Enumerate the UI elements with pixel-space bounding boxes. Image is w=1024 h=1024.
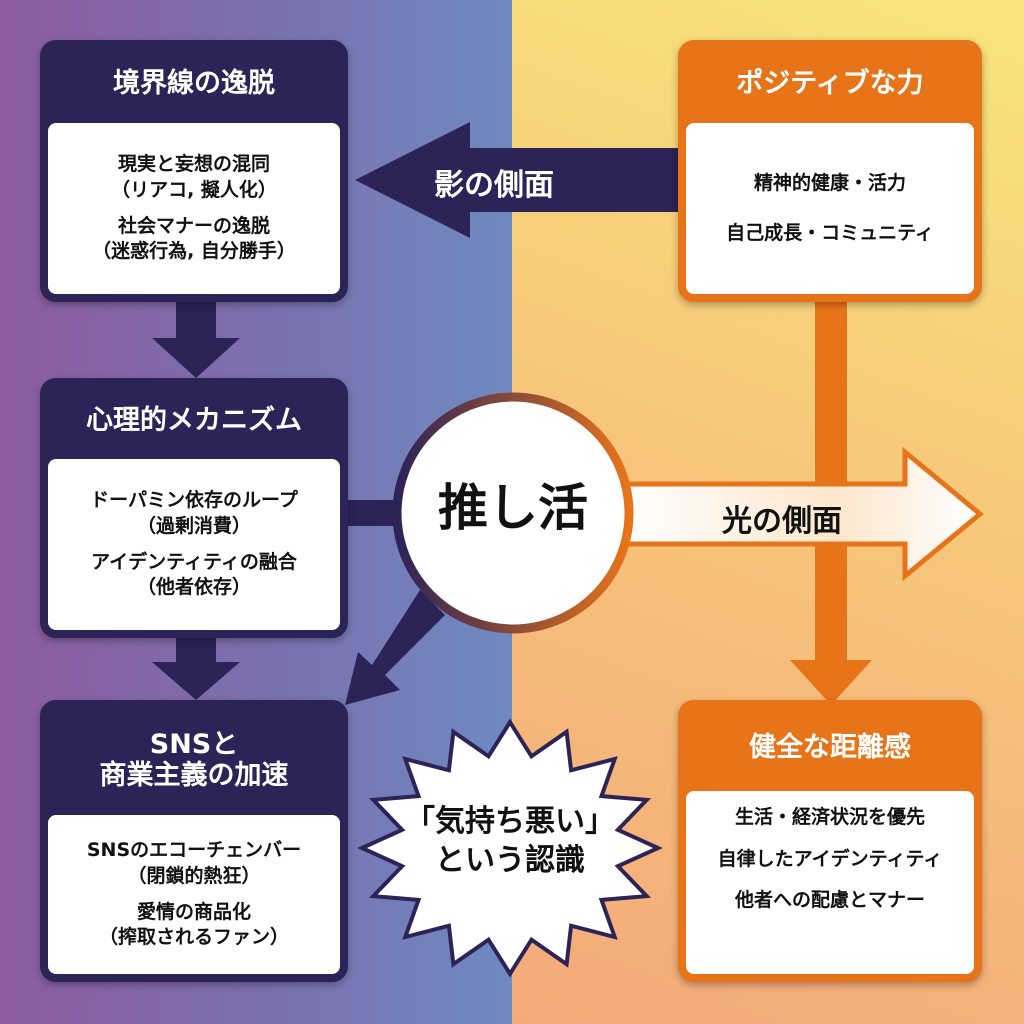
starburst xyxy=(357,718,663,978)
arrow-down-orange xyxy=(790,660,872,705)
item-main: ドーパミン依存のループ xyxy=(90,489,298,512)
burst-label: 「気持ち悪い」 という認識 xyxy=(375,802,645,880)
box-title: SNSと 商業主義の加速 xyxy=(45,705,343,815)
box-title: 境界線の逸脱 xyxy=(113,68,275,100)
box-title: 心理的メカニズム xyxy=(86,405,302,437)
box-sns: SNSと 商業主義の加速 SNSのエコーチェンバー（閉鎖的熱狂） 愛情の商品化 （… xyxy=(40,700,348,982)
item-sub: （他者依存） xyxy=(136,576,251,599)
box-psych: 心理的メカニズム ドーパミン依存のループ（過剰消費） アイデンティティの融合 （他… xyxy=(40,378,348,638)
box-title: ポジティブな力 xyxy=(736,68,924,100)
box-title-line: SNSと xyxy=(149,728,239,760)
box-title: 健全な距離感 xyxy=(749,732,911,764)
item-main: 自己成長・コミュニティ xyxy=(726,221,934,244)
item-sub: （搾取されるファン） xyxy=(98,926,289,949)
arrow-light xyxy=(617,446,984,582)
item-sub: （リアコ, 擬人化） xyxy=(111,178,277,201)
arrow-diagonal xyxy=(345,590,445,705)
item-sub: （閉鎖的熱狂） xyxy=(127,864,261,887)
burst-line-1: 「気持ち悪い」 xyxy=(405,804,615,839)
item-main: アイデンティティの融合 xyxy=(91,550,297,573)
box-positive: ポジティブな力 精神的健康・活力 自己成長・コミュニティ xyxy=(678,40,982,302)
item-sub: （過剰消費） xyxy=(136,514,251,537)
box-boundary: 境界線の逸脱 現実と妄想の混同（リアコ, 擬人化） 社会マナーの逸脱 （迷惑行為,… xyxy=(40,40,348,302)
item-main: SNSのエコーチェンバー xyxy=(86,839,302,862)
arrow-down-2 xyxy=(152,636,240,700)
item-main: 自律したアイデンティティ xyxy=(717,847,943,870)
arrow-down-1 xyxy=(152,300,240,378)
item-main: 精神的健康・活力 xyxy=(753,171,906,194)
burst-line-2: という認識 xyxy=(435,843,585,878)
center-label: 推し活 xyxy=(438,479,588,537)
center-circle xyxy=(392,392,634,634)
item-main: 現実と妄想の混同 xyxy=(117,153,270,176)
light-label: 光の側面 xyxy=(722,504,842,539)
item-main: 愛情の商品化 xyxy=(136,900,251,923)
box-healthy: 健全な距離感 生活・経済状況を優先 自律したアイデンティティ 他者への配慮とマナ… xyxy=(678,700,982,982)
shadow-label: 影の側面 xyxy=(434,168,554,203)
item-sub: （迷惑行為, 自分勝手） xyxy=(92,240,296,263)
item-main: 生活・経済状況を優先 xyxy=(734,806,925,828)
item-main: 他者への配慮とマナー xyxy=(734,889,925,912)
arrow-shadow xyxy=(355,122,678,238)
box-title-line: 商業主義の加速 xyxy=(99,760,289,791)
item-main: 社会マナーの逸脱 xyxy=(117,214,270,237)
